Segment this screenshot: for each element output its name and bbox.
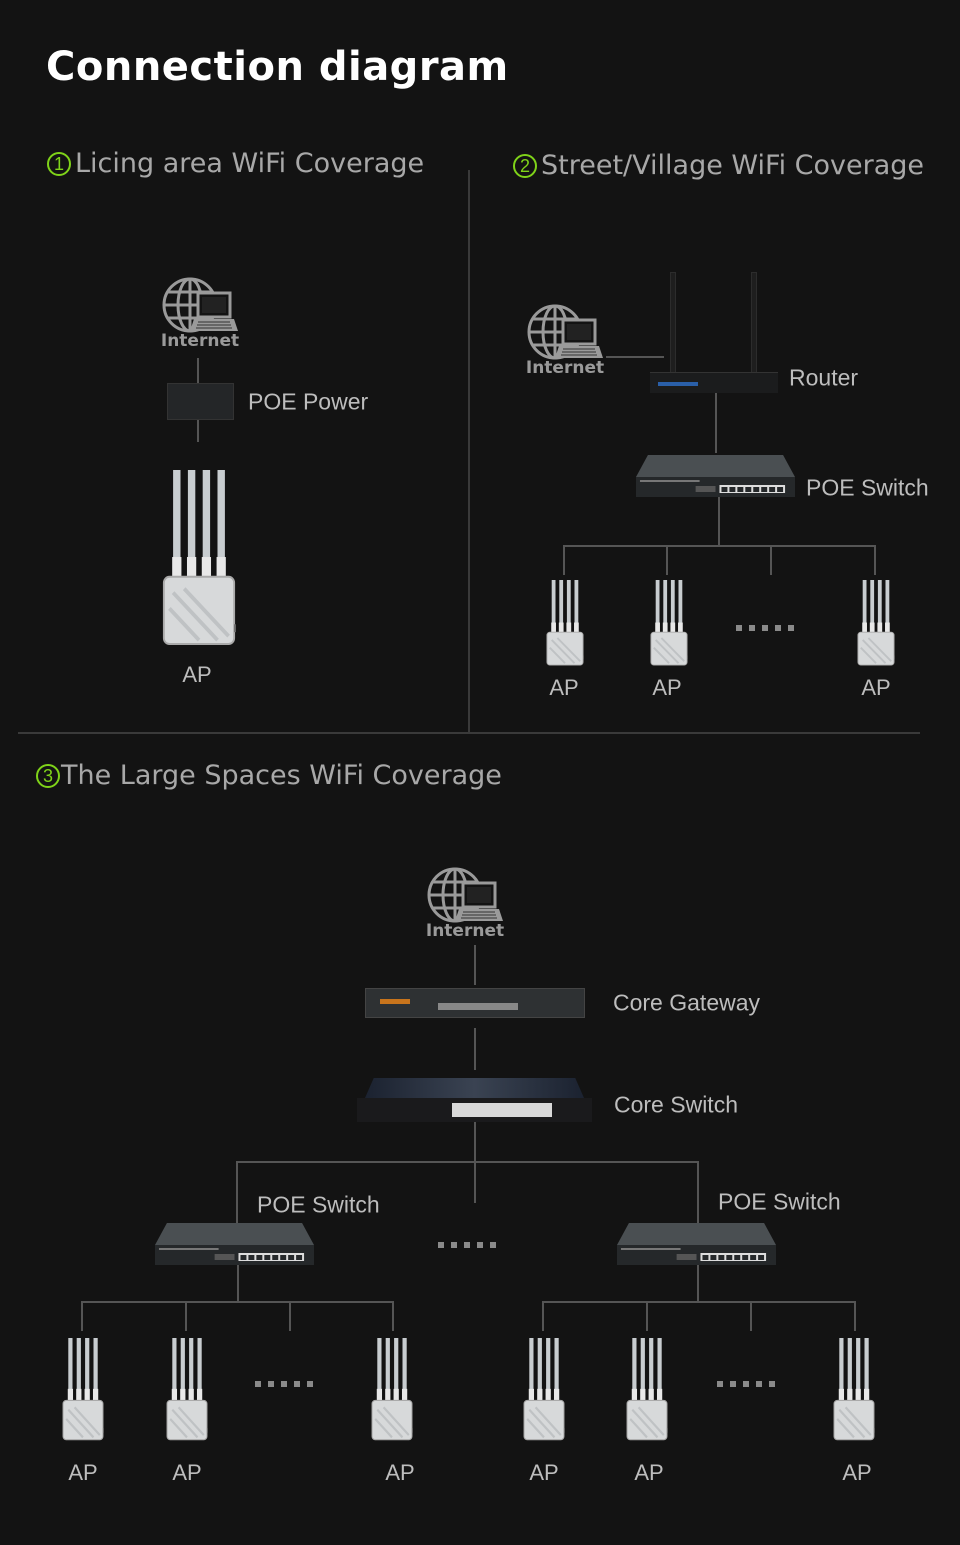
ap-label: AP — [385, 1460, 415, 1485]
router-device — [650, 272, 778, 393]
section-number-badge: 2 — [513, 153, 537, 178]
ap-label: AP — [529, 1460, 559, 1485]
connection-line — [237, 1265, 239, 1303]
connection-line — [770, 545, 772, 575]
internet-globe-icon — [425, 865, 505, 927]
ap-device-icon — [371, 1338, 413, 1442]
connection-line — [666, 545, 668, 575]
ap-label: AP — [68, 1460, 98, 1485]
section-number-badge: 1 — [47, 151, 71, 176]
connection-line — [542, 1301, 856, 1303]
connection-line — [718, 497, 720, 547]
core-gateway-label: Core Gateway — [613, 989, 761, 1016]
ap-device-icon — [62, 1338, 104, 1442]
ap-label: AP — [652, 675, 682, 700]
internet-globe-icon — [160, 275, 240, 337]
ap-device-icon — [626, 1338, 668, 1442]
connection-line — [563, 545, 565, 575]
connection-line — [750, 1301, 752, 1331]
core-switch-device — [357, 1078, 592, 1122]
connection-line — [81, 1301, 83, 1331]
section-1-heading: 1 Licing area WiFi Coverage — [47, 148, 424, 179]
core-switch-label: Core Switch — [614, 1091, 738, 1118]
page-title: Connection diagram — [46, 44, 509, 90]
ap-label: AP — [861, 675, 891, 700]
poe-switch-icon — [636, 455, 795, 497]
connection-line — [715, 393, 717, 453]
poe-switch-label: POE Switch — [718, 1188, 841, 1215]
ap-device-icon — [166, 1338, 208, 1442]
router-label: Router — [789, 364, 859, 391]
poe-switch-label: POE Switch — [806, 474, 929, 501]
connection-line — [236, 1161, 699, 1163]
section-number-badge: 3 — [36, 763, 60, 788]
ap-device-icon — [162, 470, 236, 648]
internet-globe-icon — [525, 302, 605, 364]
connection-line — [874, 545, 876, 575]
connection-line — [854, 1301, 856, 1331]
poe-power-device — [167, 383, 234, 420]
ap-label: AP — [182, 662, 212, 687]
connection-line — [474, 1028, 476, 1070]
connection-line — [697, 1265, 699, 1303]
vertical-divider — [468, 170, 470, 733]
section-3-heading: 3 The Large Spaces WiFi Coverage — [36, 760, 502, 791]
internet-label: Internet — [425, 921, 505, 941]
more-aps-ellipsis — [717, 1381, 775, 1387]
more-switches-ellipsis — [438, 1242, 496, 1248]
internet-node: Internet — [160, 275, 240, 355]
section-2-heading: 2 Street/Village WiFi Coverage — [513, 150, 924, 181]
connection-line — [606, 356, 664, 358]
ap-label: AP — [842, 1460, 872, 1485]
ap-device-icon — [833, 1338, 875, 1442]
internet-node: Internet — [525, 302, 605, 382]
internet-label: Internet — [160, 331, 240, 351]
connection-line — [236, 1161, 238, 1223]
connection-line — [474, 945, 476, 985]
more-aps-ellipsis — [255, 1381, 313, 1387]
ap-label: AP — [172, 1460, 202, 1485]
poe-switch-label: POE Switch — [257, 1191, 380, 1218]
section-title: Licing area WiFi Coverage — [75, 148, 425, 179]
connection-line — [646, 1301, 648, 1331]
connection-line — [563, 545, 876, 547]
poe-switch-icon — [155, 1223, 314, 1265]
connection-line — [697, 1161, 699, 1223]
ap-device-icon — [546, 580, 584, 667]
horizontal-divider — [18, 732, 920, 734]
connection-line — [289, 1301, 291, 1331]
section-title: Street/Village WiFi Coverage — [541, 150, 925, 181]
ap-device-icon — [857, 580, 895, 667]
internet-node: Internet — [425, 865, 505, 945]
connection-line — [81, 1301, 394, 1303]
connection-line — [185, 1301, 187, 1331]
connection-line — [542, 1301, 544, 1331]
poe-power-label: POE Power — [248, 388, 369, 415]
ap-device-icon — [523, 1338, 565, 1442]
section-title: The Large Spaces WiFi Coverage — [61, 760, 502, 791]
ap-label: AP — [634, 1460, 664, 1485]
ap-device-icon — [650, 580, 688, 667]
ap-label: AP — [549, 675, 579, 700]
more-aps-ellipsis — [736, 625, 794, 631]
connection-line — [392, 1301, 394, 1331]
core-gateway-device — [365, 988, 585, 1018]
internet-label: Internet — [525, 358, 605, 378]
poe-switch-icon — [617, 1223, 776, 1265]
